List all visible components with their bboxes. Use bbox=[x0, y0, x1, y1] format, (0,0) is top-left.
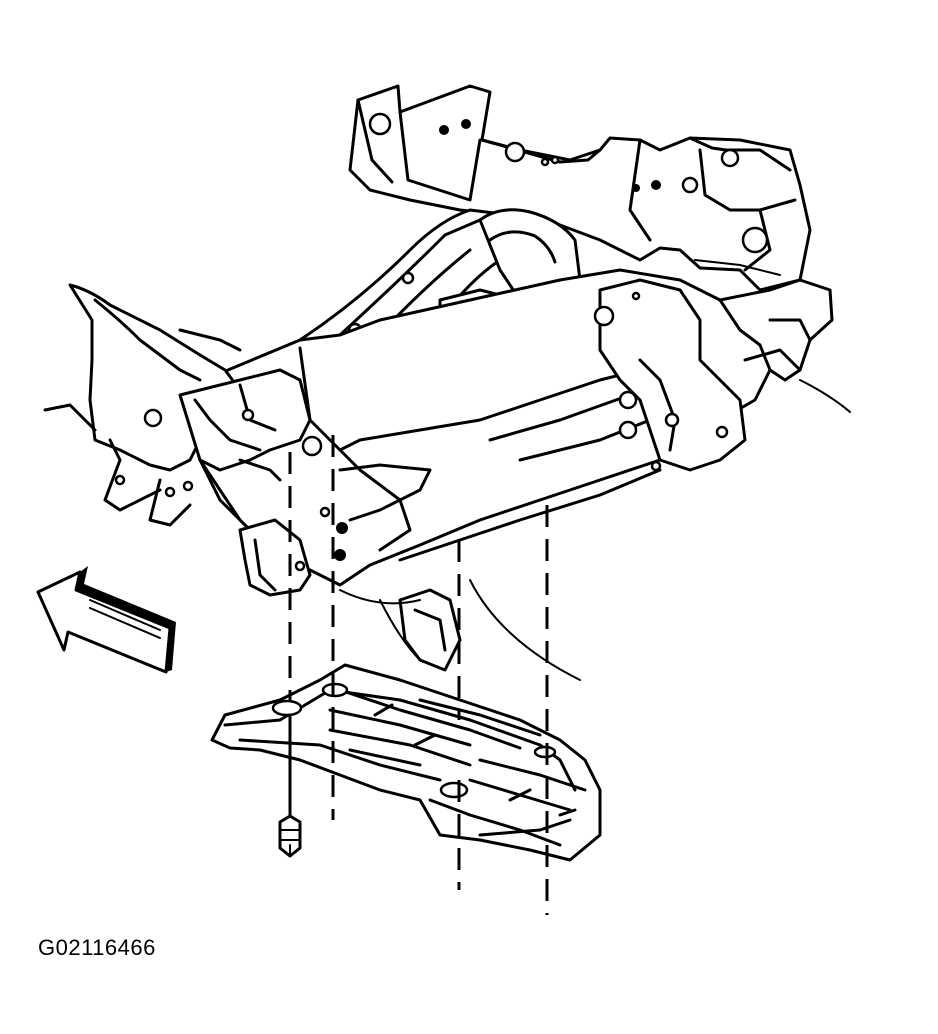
figure-id-label: G02116466 bbox=[38, 935, 156, 960]
front-direction-arrow-icon bbox=[36, 566, 176, 674]
bolt-icon bbox=[278, 814, 302, 858]
alignment-lines bbox=[288, 435, 549, 915]
frame-crossmember-assembly bbox=[43, 84, 851, 681]
skid-plate-shield bbox=[210, 663, 602, 862]
